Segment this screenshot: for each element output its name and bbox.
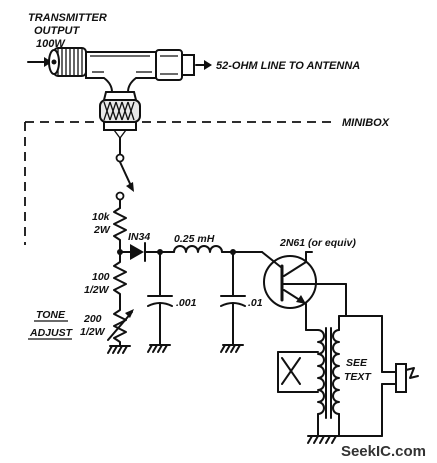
r2-value-label: 100 [92,271,110,283]
pot-value-label: 200 [83,313,102,325]
adjust-label: ADJUST [29,327,74,339]
capacitor-c2 [220,251,246,353]
t-connector [27,47,212,140]
inductor-label: 0.25 mH [174,233,215,245]
output-arrow [195,60,212,70]
transistor-label: 2N61 (or equiv) [279,237,356,249]
transmitter-label-line3: 100W [36,38,66,50]
labels: TRANSMITTER OUTPUT 100W 52-OHM LINE TO A… [28,12,426,460]
transmitter-label-line1: TRANSMITTER [28,12,107,24]
tone-adjust-potentiometer [107,301,134,354]
r1-power-label: 2W [93,224,111,236]
r1-value-label: 10k [92,211,111,223]
antenna-label: 52-OHM LINE TO ANTENNA [216,60,360,72]
r2-power-label: 1/2W [84,284,110,296]
see-text-label-line1: SEE [346,357,368,369]
c2-label: .01 [248,297,263,309]
diode-in34 [119,242,161,262]
c1-label: .001 [176,297,197,309]
see-text-label-line2: TEXT [344,371,372,383]
diode-label: IN34 [128,231,150,243]
switch [115,137,134,209]
resistor-r2 [113,251,127,303]
capacitor-c1 [147,251,173,353]
inductor [159,245,263,253]
resistor-r1 [113,207,127,253]
minibox-outline [24,121,335,245]
watermark: SeekIC.com [341,443,426,460]
pot-power-label: 1/2W [80,326,106,338]
output-transformer [277,283,383,444]
output-jack [381,363,419,393]
transistor-2n61 [261,251,347,317]
tone-label: TONE [36,309,66,321]
minibox-label: MINIBOX [342,117,390,129]
transmitter-label-line2: OUTPUT [34,25,81,37]
